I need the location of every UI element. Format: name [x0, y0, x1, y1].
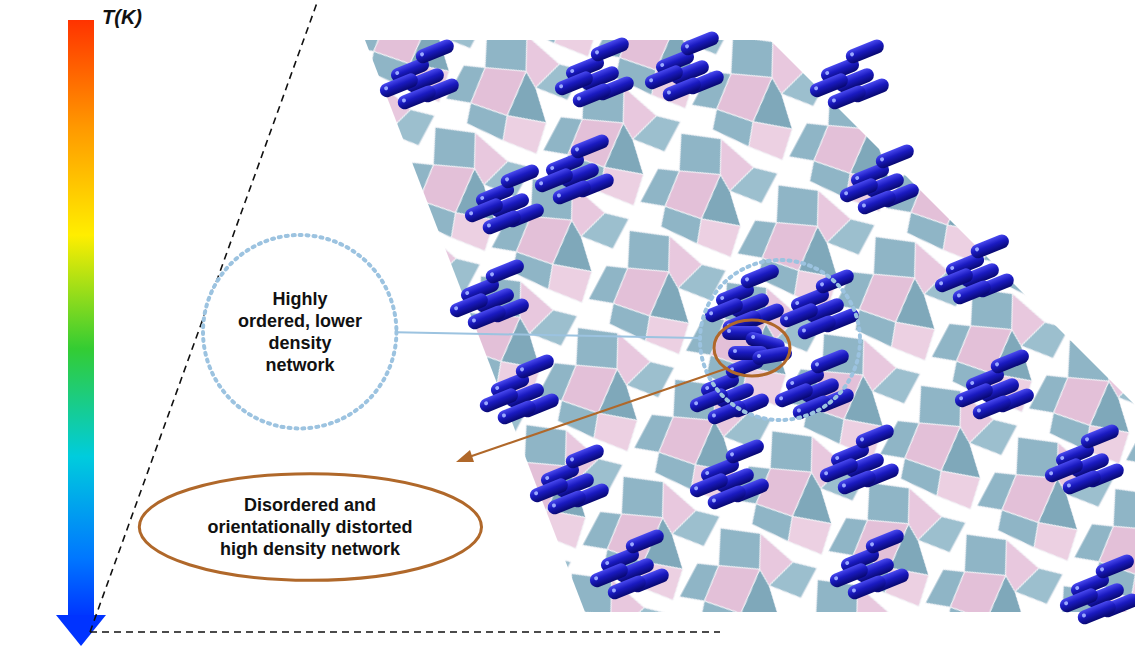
callout-circle: Highly ordered, lower density network — [200, 232, 399, 431]
callout-text: Disordered and orientationally distorted… — [190, 494, 430, 560]
axis-label: T(K) — [102, 6, 142, 29]
guest-molecules — [371, 29, 1135, 632]
callout-ellipse: Disordered and orientationally distorted… — [134, 472, 487, 582]
ordered-region-ring — [700, 260, 860, 420]
callout-text: Highly ordered, lower density network — [234, 288, 366, 376]
leader-line — [384, 332, 698, 338]
disordered-core-ring — [714, 320, 790, 376]
callout-outline — [200, 232, 399, 431]
leader-arrow — [456, 368, 728, 462]
temperature-arrow — [56, 20, 106, 646]
